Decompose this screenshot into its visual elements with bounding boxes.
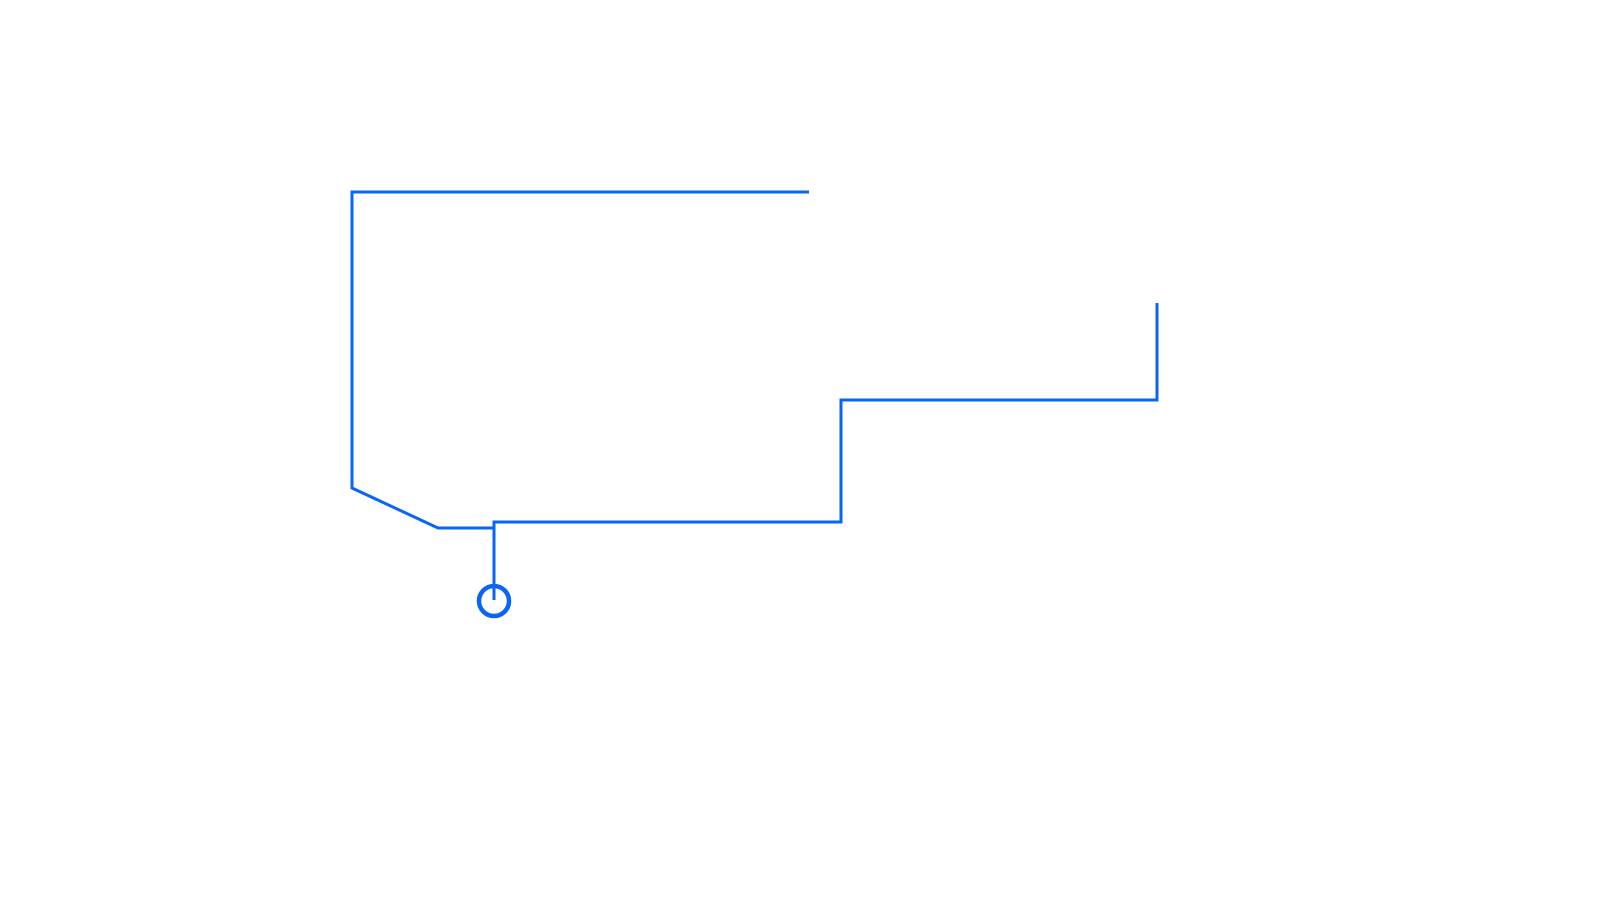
terminal-node [476, 583, 512, 619]
wire-path-left [350, 190, 809, 530]
wire-path-right [492, 303, 1159, 600]
